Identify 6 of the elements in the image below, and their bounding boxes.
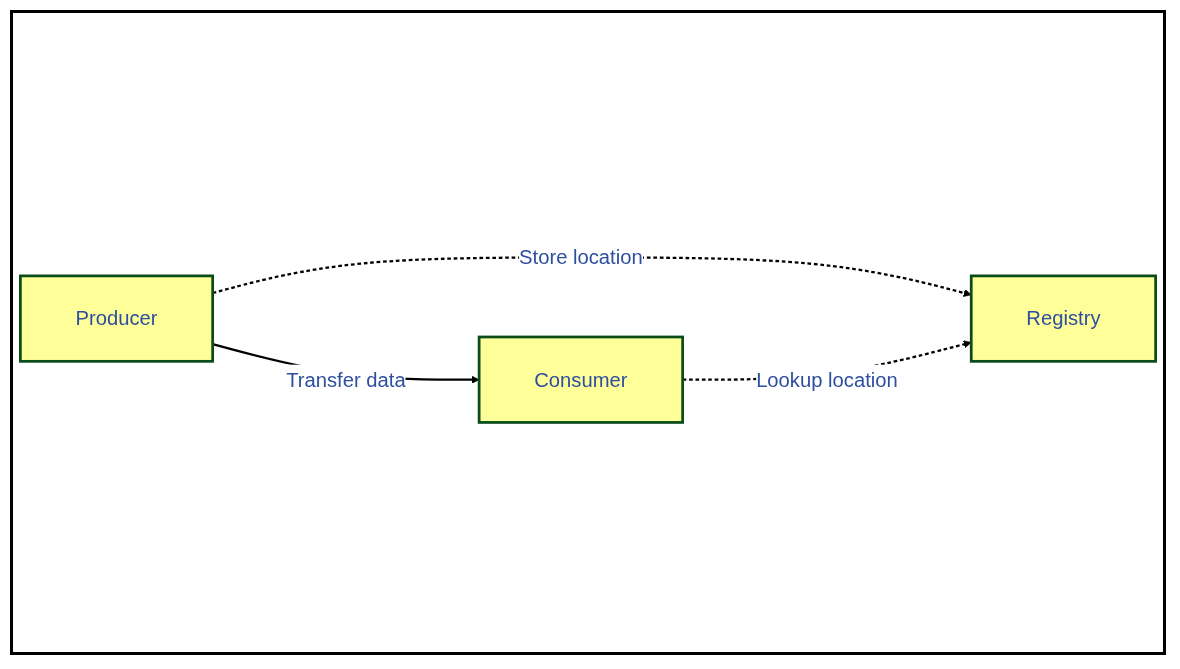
node-box: Consumer [477, 335, 684, 424]
edge-label: Store location [519, 246, 643, 270]
edge-label: Transfer data [286, 368, 406, 392]
edge-label: Lookup location [756, 368, 898, 392]
node-box: Registry [969, 274, 1157, 363]
node-box: Producer [19, 274, 215, 363]
